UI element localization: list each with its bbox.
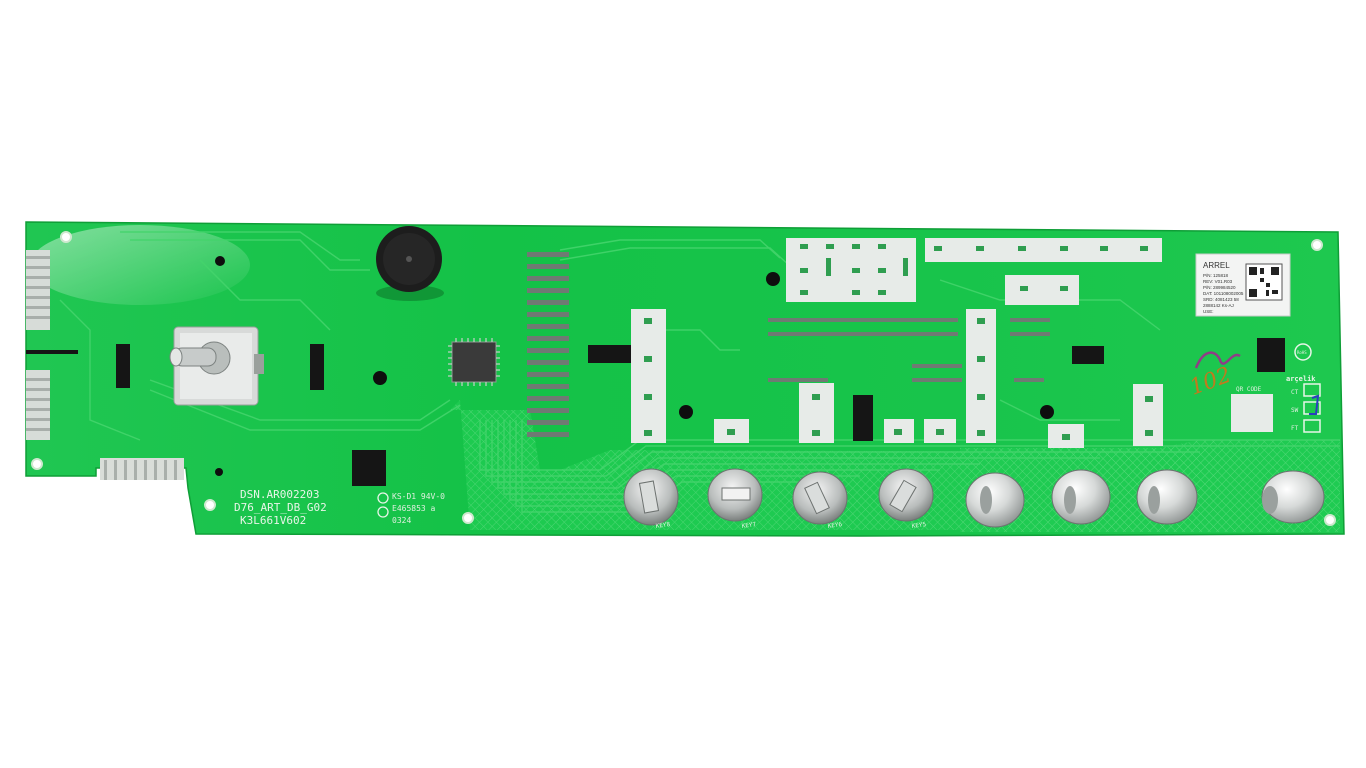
rohs-mark: [1294, 343, 1312, 361]
left-connector: [26, 250, 78, 440]
handwriting-mark: [1194, 351, 1241, 369]
rotary-encoder: [169, 326, 264, 406]
pad-label-ft: FT: [1291, 425, 1299, 432]
key-label-5: KEY5: [911, 521, 927, 530]
pad-label-ct: CT: [1291, 389, 1299, 396]
key-label-8: KEY8: [655, 521, 671, 530]
microcontroller: [448, 338, 500, 386]
design-code: DSN.AR002203: [240, 488, 319, 501]
sticker-line-4: DAT: 101108002005: [1203, 291, 1244, 296]
resistor-array-middle: [768, 318, 1050, 382]
sticker-brand: ARREL: [1203, 261, 1230, 270]
ul-mark: [377, 492, 389, 518]
glare: [30, 225, 250, 305]
ul-line-3: 0324: [392, 516, 411, 525]
sticker-line-1: P/N: 125818: [1203, 273, 1229, 278]
screw-holes: [215, 256, 1284, 476]
product-sticker: [1195, 253, 1291, 317]
pen-mark: [1309, 394, 1320, 415]
ul-line-2: E465853 a: [392, 504, 436, 513]
ul-line-1: KS-D1 94V-0: [392, 492, 445, 501]
key-label-6: KEY6: [827, 521, 843, 530]
leds: [644, 244, 1153, 440]
resistor-array-left: [527, 252, 569, 437]
sticker-line-2: REV: V01.R03: [1203, 279, 1233, 284]
qr-code-label: QR CODE: [1236, 386, 1262, 393]
part-number: K3L661V602: [240, 514, 306, 527]
sticker-line-7: USE:: [1203, 309, 1214, 314]
sticker-line-6: 2888142 Ks-AJ: [1203, 303, 1234, 308]
key-label-7: KEY7: [741, 521, 757, 530]
part-name: D76_ART_DB_G02: [234, 501, 327, 514]
buzzer: [376, 226, 444, 301]
tactile-buttons: [623, 468, 1325, 528]
sticker-line-5: SRD: 4081423 58: [1203, 297, 1239, 302]
sticker-line-3: P/N: 289984520: [1203, 285, 1236, 290]
bottom-connector: [100, 458, 184, 480]
pad-label-sw: SW: [1291, 407, 1299, 414]
rohs-text: RoHS: [1297, 350, 1307, 355]
cutouts: [116, 338, 1285, 486]
mounting-holes: [31, 231, 1336, 526]
brand-logo: arçelik: [1286, 375, 1316, 383]
qr-code-box: [1231, 394, 1273, 432]
